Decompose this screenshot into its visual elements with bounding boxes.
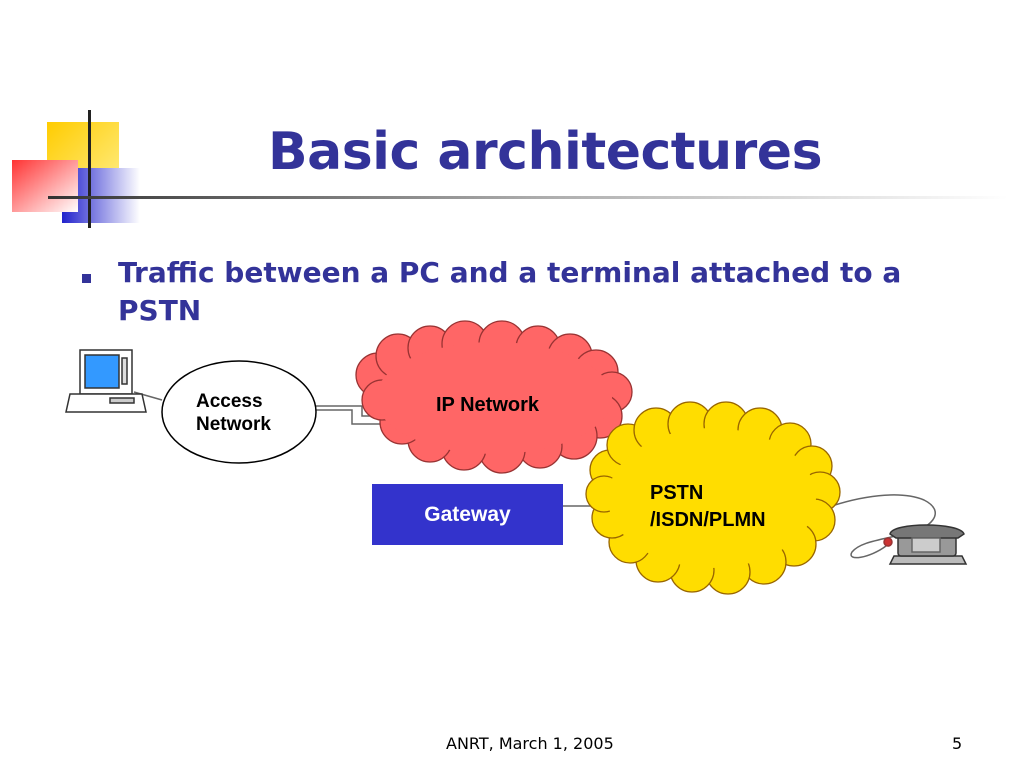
footer-text: ANRT, March 1, 2005 xyxy=(446,734,614,753)
bullet-text: Traffic between a PC and a terminal atta… xyxy=(118,256,902,327)
slide-title: Basic architectures xyxy=(268,122,823,182)
gateway-label: Gateway xyxy=(424,502,511,526)
access-network-ellipse xyxy=(161,360,317,464)
access-to-ip-line-bottom xyxy=(316,409,395,425)
diagram-graphics xyxy=(65,320,968,595)
pstn-label: PSTN /ISDN/PLMN xyxy=(650,480,810,534)
computer-icon xyxy=(65,349,147,413)
pstn-cloud xyxy=(585,401,841,595)
gateway-box: Gateway xyxy=(372,484,563,545)
access-network-label: Access Network xyxy=(196,391,271,435)
architecture-diagram: Access Network IP Network Gateway PSTN /… xyxy=(0,320,1024,620)
bullet-marker xyxy=(82,274,91,283)
telephone-icon xyxy=(883,524,968,565)
pstn-label-line2: /ISDN/PLMN xyxy=(650,509,766,531)
ip-network-label: IP Network xyxy=(436,394,539,416)
slide-footer: ANRT, March 1, 2005 5 xyxy=(0,734,1024,756)
page-number: 5 xyxy=(952,734,963,753)
title-decoration xyxy=(12,110,1008,228)
pstn-label-line1: PSTN xyxy=(650,482,704,504)
ip-network-cloud xyxy=(355,320,633,474)
